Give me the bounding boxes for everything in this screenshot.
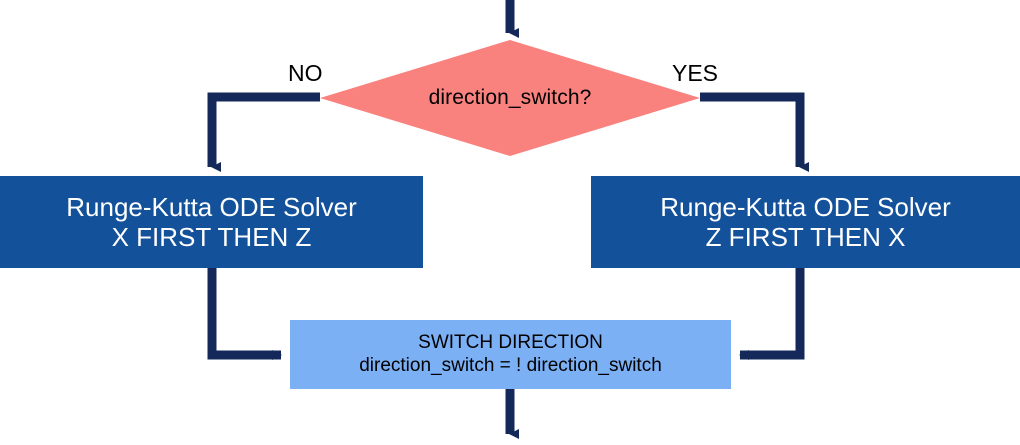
switch-line1: SWITCH DIRECTION xyxy=(418,332,603,354)
solver-left-line2: X FIRST THEN Z xyxy=(111,222,312,252)
solver-right-line1: Runge-Kutta ODE Solver xyxy=(660,191,951,222)
solver-left-line1: Runge-Kutta ODE Solver xyxy=(66,191,357,222)
switch-line2: direction_switch = ! direction_switch xyxy=(359,354,662,376)
solver-right-line2: Z FIRST THEN X xyxy=(705,222,906,252)
process-box-solver-z-first[interactable]: Runge-Kutta ODE Solver Z FIRST THEN X xyxy=(591,176,1020,268)
branch-label-no: NO xyxy=(288,60,323,86)
process-box-solver-x-first[interactable]: Runge-Kutta ODE Solver X FIRST THEN Z xyxy=(0,176,423,268)
no-branch-connector xyxy=(207,92,320,172)
right-to-switch-connector xyxy=(739,268,805,360)
decision-diamond[interactable]: direction_switch? xyxy=(320,40,700,156)
decision-label: direction_switch? xyxy=(428,85,592,109)
branch-label-yes: YES xyxy=(672,60,719,86)
left-to-switch-connector xyxy=(207,268,282,360)
yes-branch-connector xyxy=(700,92,809,172)
process-box-switch-direction[interactable]: SWITCH DIRECTION direction_switch = ! di… xyxy=(290,320,731,389)
diamond-shape xyxy=(320,40,700,156)
